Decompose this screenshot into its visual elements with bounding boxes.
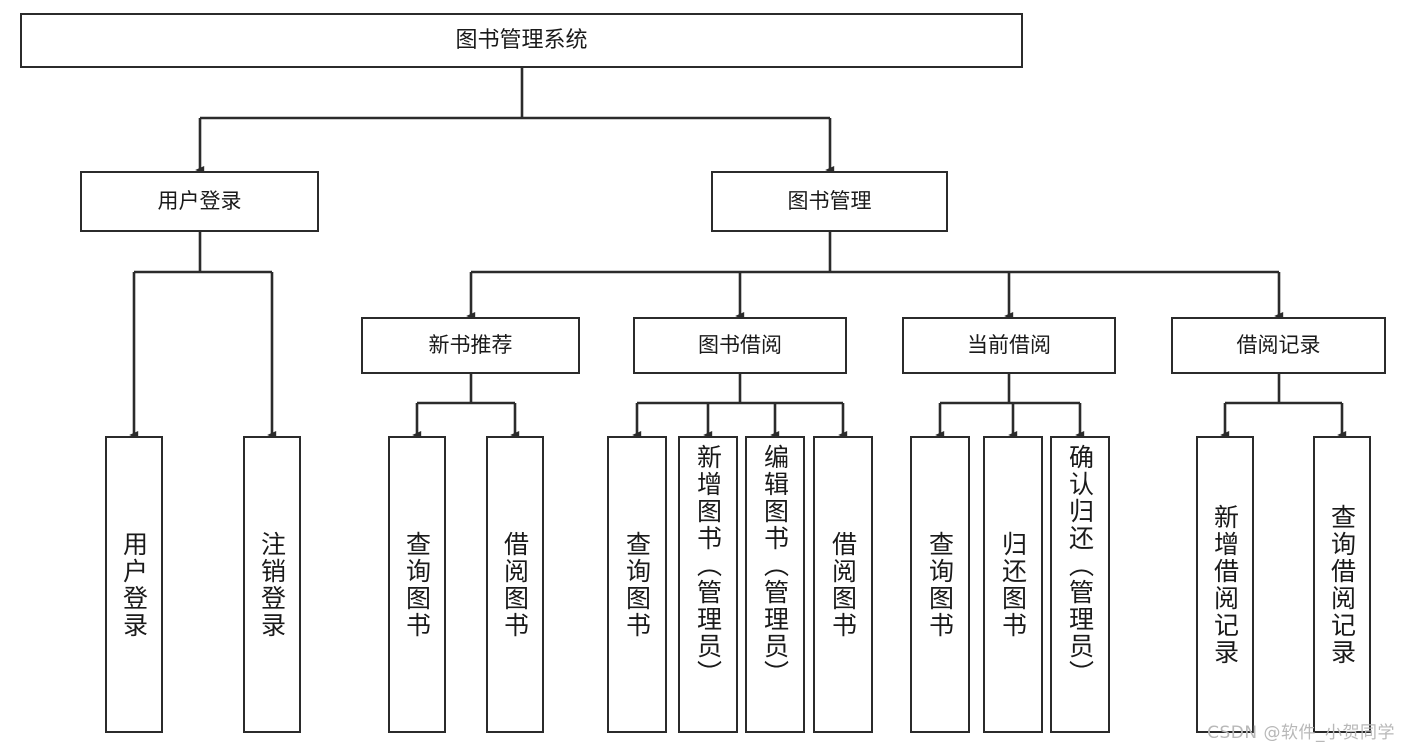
node-label: 查询图书: [925, 530, 955, 639]
node-l12[interactable]: 新增借阅记录: [1196, 436, 1254, 733]
node-n3b[interactable]: 图书借阅: [633, 317, 847, 374]
node-l4[interactable]: 借阅图书: [486, 436, 544, 733]
node-label: 注销登录: [257, 530, 287, 639]
node-label: 用户登录: [119, 530, 149, 639]
node-label: 编辑图书（管理员）: [760, 444, 790, 687]
node-label: 查询图书: [402, 530, 432, 639]
node-label: 归还图书: [998, 530, 1028, 639]
node-label: 图书管理系统: [455, 27, 588, 53]
node-label: 借阅图书: [828, 530, 858, 639]
node-label: 图书管理: [787, 189, 872, 214]
node-n3d[interactable]: 借阅记录: [1171, 317, 1386, 374]
node-l1[interactable]: 用户登录: [105, 436, 163, 733]
node-label: 用户登录: [157, 189, 242, 214]
node-root[interactable]: 图书管理系统: [20, 13, 1023, 68]
watermark: CSDN @软件_小贺同学: [1207, 723, 1395, 743]
node-n2a[interactable]: 用户登录: [80, 171, 319, 232]
node-label: 当前借阅: [967, 333, 1051, 358]
node-n3c[interactable]: 当前借阅: [902, 317, 1116, 374]
node-label: 新增借阅记录: [1210, 503, 1240, 666]
node-l7[interactable]: 编辑图书（管理员）: [745, 436, 805, 733]
node-label: 新书推荐: [428, 333, 513, 358]
node-l10[interactable]: 归还图书: [983, 436, 1043, 733]
node-label: 借阅记录: [1236, 333, 1321, 358]
node-l8[interactable]: 借阅图书: [813, 436, 873, 733]
node-l11[interactable]: 确认归还（管理员）: [1050, 436, 1110, 733]
node-label: 查询图书: [622, 530, 652, 639]
node-label: 查询借阅记录: [1327, 503, 1357, 666]
node-n2b[interactable]: 图书管理: [711, 171, 948, 232]
node-label: 新增图书（管理员）: [693, 444, 723, 687]
node-l5[interactable]: 查询图书: [607, 436, 667, 733]
node-label: 借阅图书: [500, 530, 530, 639]
node-n3a[interactable]: 新书推荐: [361, 317, 580, 374]
node-l9[interactable]: 查询图书: [910, 436, 970, 733]
node-l3[interactable]: 查询图书: [388, 436, 446, 733]
node-l6[interactable]: 新增图书（管理员）: [678, 436, 738, 733]
node-label: 确认归还（管理员）: [1065, 444, 1095, 687]
node-l13[interactable]: 查询借阅记录: [1313, 436, 1371, 733]
node-label: 图书借阅: [698, 333, 782, 358]
node-l2[interactable]: 注销登录: [243, 436, 301, 733]
